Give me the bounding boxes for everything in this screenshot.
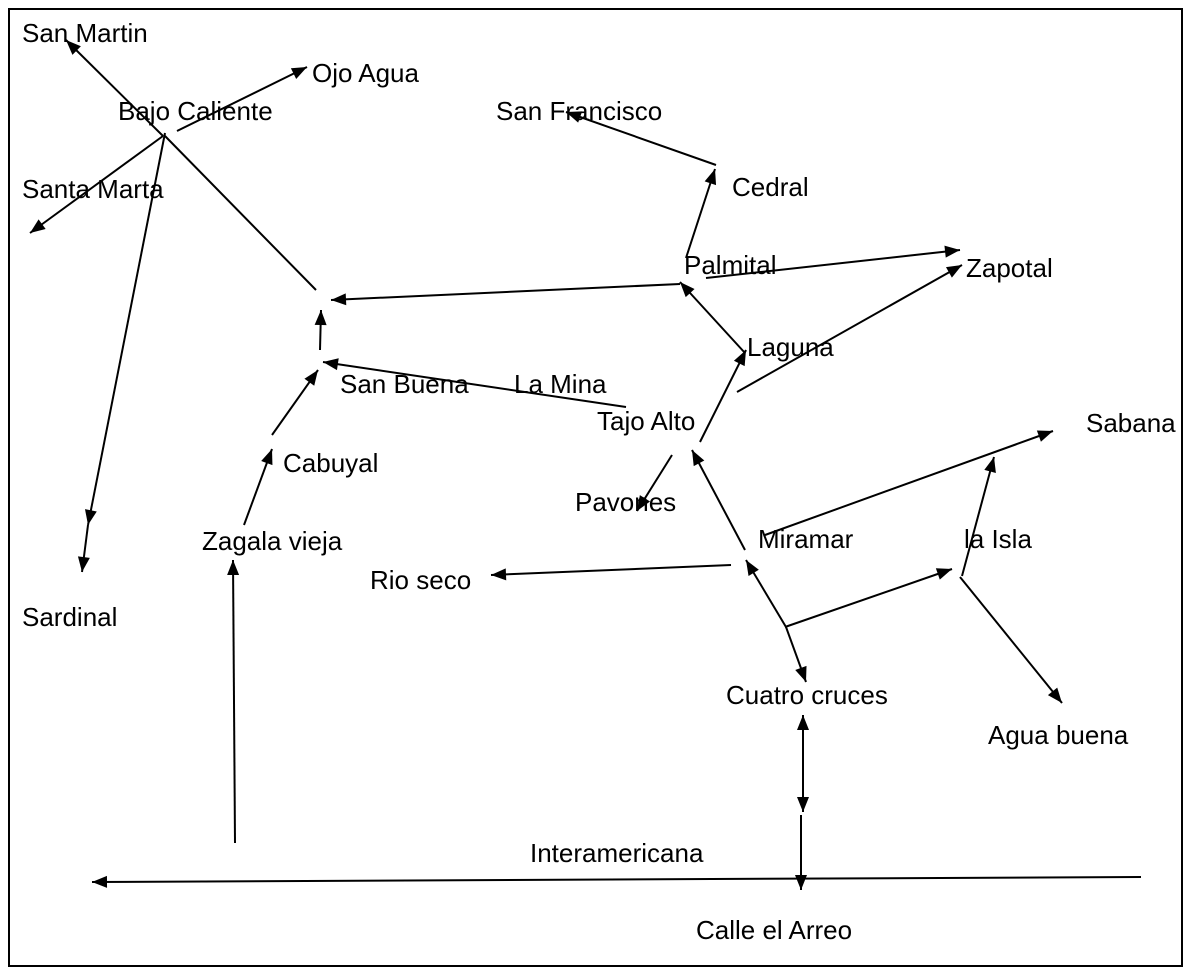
label-cuatro-cruces: Cuatro cruces [726,680,888,710]
arrow-to-san-francisco [565,111,717,166]
arrow-to-laguna-head [733,350,746,367]
arrow-to-tajo-alto [691,449,746,551]
interamericana-road-head [92,875,108,888]
road-to-bajo-caliente [164,135,317,291]
label-pavones: Pavones [575,487,677,517]
label-bajo-caliente: Bajo Caliente [118,96,273,126]
label-tajo-alto: Tajo Alto [597,406,696,436]
arrow-to-cedral [685,168,716,259]
arrow-to-sardinal-upper-head [85,509,97,525]
arrow-to-zagala-vieja [232,559,236,844]
arrow-to-sabana [764,430,1054,536]
arrow-to-zapotal-from-palmital [705,249,961,279]
label-la-isla: la Isla [964,524,1032,554]
arrow-to-pavones-head [637,495,651,511]
label-laguna: Laguna [747,332,834,362]
label-agua-buena: Agua buena [988,720,1129,750]
arrow-to-la-isla-head [935,568,952,580]
arrow-to-zapotal-from-laguna-head [945,265,962,278]
label-rio-seco: Rio seco [370,565,472,595]
arrow-to-calle-el-arreo-head [795,875,807,890]
label-zapotal: Zapotal [966,253,1053,283]
label-ojo-agua: Ojo Agua [312,58,419,88]
arrow-to-ojo-agua [176,66,308,132]
label-santa-marta: Santa Marta [22,174,164,204]
arrow-to-zapotal-from-laguna [736,264,963,393]
arrow-to-laguna [699,349,747,443]
arrow-to-san-francisco-head [566,111,583,123]
label-san-buena: San Buena [340,369,469,399]
label-sardinal: Sardinal [22,602,118,632]
arrow-to-la-isla [784,568,953,628]
label-san-martin: San Martin [22,18,148,48]
arrow-la-isla-north [961,456,995,577]
label-san-francisco: San Francisco [496,96,663,126]
arrow-to-agua-buena [959,576,1063,704]
arrow-to-tajo-alto-head [692,450,705,467]
label-cedral: Cedral [732,172,809,202]
arrow-to-sardinal-lower-head [77,556,90,572]
arrow-la-isla-north-head [984,457,996,474]
arrow-to-san-martin-head [66,40,81,55]
arrow-to-agua-buena-head [1047,687,1062,703]
label-cabuyal: Cabuyal [283,448,379,478]
arrow-to-rio-seco-head [491,568,507,581]
arrow-up-to-junction-head [314,310,327,326]
two-way-cuatro-cruces-road-head [797,797,809,812]
arrow-to-miramar-head [746,560,759,576]
arrow-to-palmital [679,281,746,354]
label-interamericana: Interamericana [530,838,704,868]
label-la-mina: La Mina [514,369,607,399]
arrow-to-san-buena [322,361,627,408]
arrow-to-palmital-head [680,282,695,298]
arrow-to-santa-marta-head [30,219,46,233]
arrow-to-rio-seco [490,564,732,576]
arrow-to-sabana-head [1036,430,1053,442]
arrow-palmital-west-head [331,293,347,306]
arrow-to-san-buena-head [323,358,339,371]
arrow-palmital-west [330,283,681,301]
arrow-to-cedral-head [704,169,717,186]
arrow-to-san-buena-from-cabuyal-head [304,370,318,386]
label-palmital: Palmital [684,250,777,280]
diagram-frame [8,8,1183,967]
interamericana-road [91,876,1142,883]
arrow-to-san-martin [65,39,164,137]
arrow-to-ojo-agua-head [290,67,307,80]
label-zagala-vieja: Zagala vieja [202,526,343,556]
arrow-to-cabuyal-head [261,449,273,466]
arrow-to-zagala-vieja-head [227,560,240,576]
arrow-to-santa-marta [29,135,164,234]
label-sabana: Sabana [1086,408,1176,438]
arrow-to-zapotal-from-palmital-head [944,245,960,258]
arrow-to-cuatro-cruces-head [795,665,807,682]
label-miramar: Miramar [758,524,854,554]
two-way-cuatro-cruces-road-start-head [797,715,809,730]
label-calle-el-arreo: Calle el Arreo [696,915,853,945]
arrow-to-sardinal-upper [87,132,166,526]
